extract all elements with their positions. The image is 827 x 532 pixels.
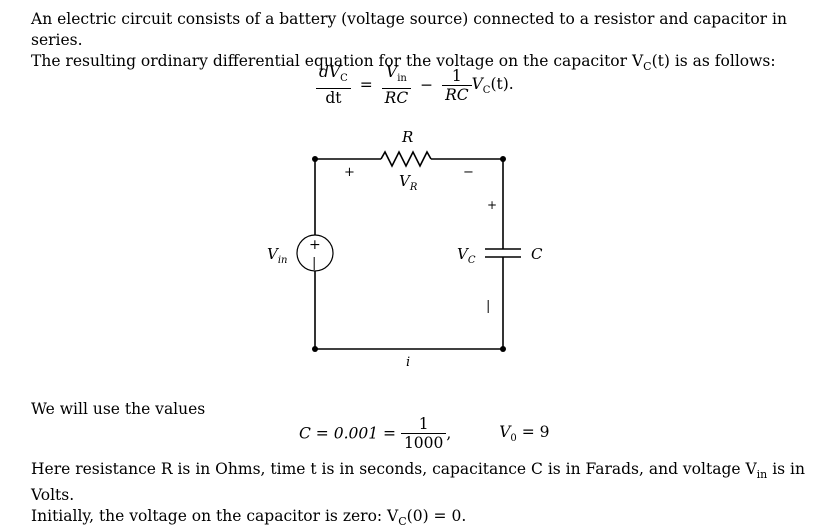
node-top-right xyxy=(500,156,506,162)
source-minus: | xyxy=(312,256,316,271)
c-value-lhs: C = 0.001 = xyxy=(299,424,396,443)
ode-equation: dVC dt = Vin RC − 1 RC VC(t). xyxy=(316,63,514,107)
intro-paragraph: An electric circuit consists of a batter… xyxy=(31,9,811,77)
term2-fraction: 1 RC xyxy=(442,67,472,104)
resistor-zigzag xyxy=(380,150,432,168)
intro-line-1: An electric circuit consists of a batter… xyxy=(31,10,787,49)
values-intro: We will use the values xyxy=(31,400,206,418)
units-line-2: Initially, the voltage on the capacitor … xyxy=(31,507,467,529)
v0-value: V0 = 9 xyxy=(499,422,550,445)
resistor-plus: + xyxy=(344,165,355,180)
cap-minus: | xyxy=(486,299,490,314)
node-bottom-right xyxy=(500,346,506,352)
resistor-label: R xyxy=(401,128,413,146)
cap-label: C xyxy=(531,245,543,263)
values-equation: C = 0.001 = 1 1000 , V0 = 9 xyxy=(299,415,550,452)
equals-sign: = xyxy=(359,76,373,95)
term2-tail: VC(t). xyxy=(471,74,514,96)
source-plus: + xyxy=(309,237,321,253)
resistor-minus: − xyxy=(463,165,474,180)
source-label: Vin xyxy=(267,245,287,266)
units-line-1: Here resistance R is in Ohms, time t is … xyxy=(31,460,805,505)
current-label: i xyxy=(406,355,410,370)
voltage-source-circle xyxy=(296,234,334,272)
circuit-diagram: R VR + − + | Vin + | VC C i xyxy=(267,128,543,370)
minus-sign: − xyxy=(420,76,434,95)
node-bottom-left xyxy=(312,346,318,352)
term1-fraction: Vin RC xyxy=(381,63,412,107)
units-paragraph: Here resistance R is in Ohms, time t is … xyxy=(31,459,811,532)
resistor-voltage-label: VR xyxy=(399,172,418,193)
cap-plus: + xyxy=(487,198,497,212)
c-fraction: 1 1000 xyxy=(400,415,447,452)
node-top-left xyxy=(312,156,318,162)
intro-line-2: The resulting ordinary differential equa… xyxy=(31,52,776,74)
cap-voltage-label: VC xyxy=(457,245,476,266)
lhs-fraction: dVC dt xyxy=(316,63,351,107)
